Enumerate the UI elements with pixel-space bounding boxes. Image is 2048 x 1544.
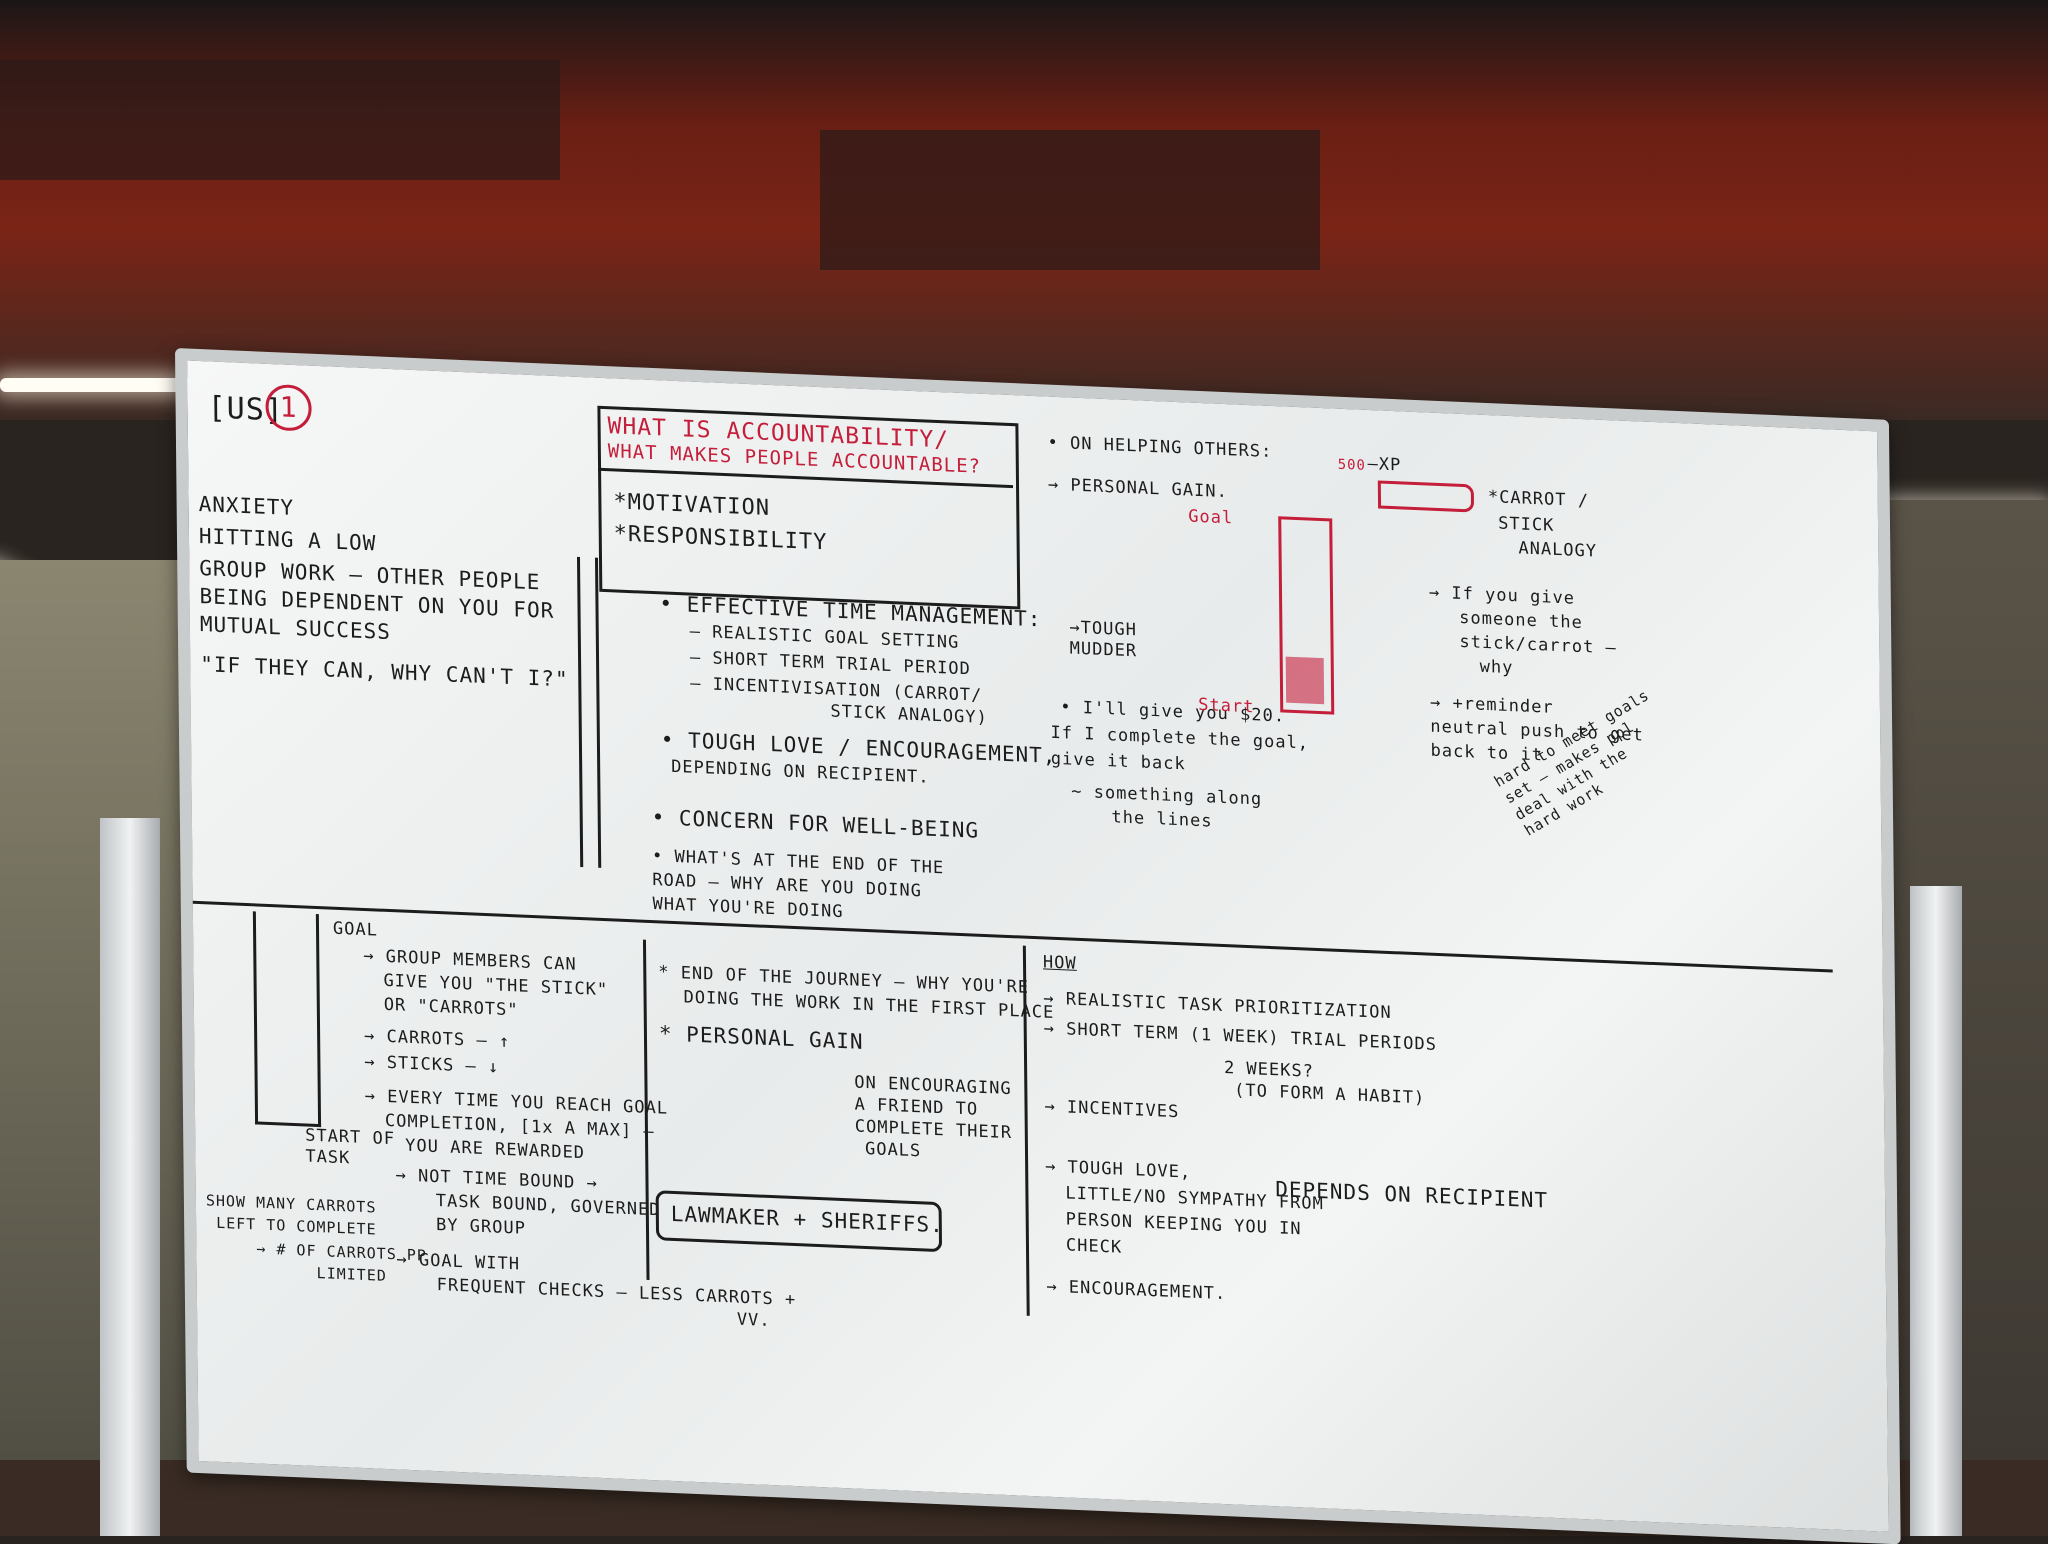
column-divider: [594, 557, 602, 868]
carrot-note-bottom: SHOW MANY CARROTS: [205, 1191, 377, 1217]
how-item: PERSON KEEPING YOU IN: [1065, 1209, 1302, 1240]
list-item: → NOT TIME BOUND →: [395, 1165, 598, 1194]
how-item: → REALISTIC TASK PRIORITIZATION: [1043, 988, 1392, 1024]
ceiling-vent: [820, 130, 1320, 270]
carrot-note-bottom: LEFT TO COMPLETE: [216, 1213, 377, 1239]
list-item: BY GROUP: [435, 1214, 527, 1239]
list-item: WHAT YOU'RE DOING: [652, 894, 844, 923]
carrot-label: STICK: [1498, 513, 1555, 536]
how-item: CHECK: [1065, 1235, 1123, 1258]
right-item: → PERSONAL GAIN.: [1047, 474, 1228, 503]
carrot-note-bottom: LIMITED: [316, 1263, 387, 1285]
carrot-note: stick/carrot —: [1459, 631, 1617, 659]
how-item: 2 WEEKS?: [1223, 1058, 1315, 1082]
how-item: → SHORT TERM (1 WEEK) TRIAL PERIODS: [1043, 1018, 1438, 1055]
list-item: MUTUAL SUCCESS: [199, 612, 392, 645]
ceiling-vent: [0, 60, 560, 180]
carrot-note: someone the: [1459, 607, 1583, 634]
carrot-note: → If you give: [1428, 582, 1576, 609]
progress-fill: [1285, 656, 1325, 705]
xp-bar: [1377, 480, 1475, 513]
list-item: → STICKS — ↓: [364, 1051, 500, 1078]
how-item: → ENCOURAGEMENT.: [1046, 1276, 1227, 1305]
goal-label-bottom: GOAL: [332, 918, 379, 941]
board-stand-left: [100, 818, 160, 1536]
quote-line: give it back: [1050, 748, 1186, 775]
encourage-note: GOALS: [864, 1138, 922, 1162]
quote-line: the lines: [1111, 807, 1213, 832]
carrot-column: [252, 911, 322, 1128]
how-item: → INCENTIVES: [1044, 1096, 1180, 1123]
list-item: HITTING A LOW: [198, 524, 377, 556]
list-item: OR "CARROTS": [383, 994, 519, 1021]
carrot-label: *CARROT /: [1487, 487, 1590, 512]
how-label: HOW: [1042, 952, 1077, 974]
list-item: → CARROTS — ↑: [364, 1025, 511, 1053]
xp-label: —XP: [1367, 454, 1402, 476]
carrot-note: why: [1479, 656, 1514, 679]
list-item: • CONCERN FOR WELL-BEING: [651, 805, 980, 843]
start-task-label: START OF TASK: [305, 1125, 396, 1169]
xp-amount: 500: [1337, 456, 1367, 474]
carrot-label: ANALOGY: [1518, 538, 1598, 562]
how-item: (TO FORM A HABIT): [1234, 1080, 1426, 1109]
right-item: →TOUGH MUDDER: [1069, 617, 1138, 662]
carrot-note: → +reminder: [1429, 692, 1554, 718]
quote-line: ~ something along: [1071, 781, 1263, 810]
list-item: FREQUENT CHECKS — LESS CARROTS +: [436, 1275, 797, 1311]
how-item: → TOUGH LOVE,: [1045, 1156, 1192, 1183]
whiteboard: [US] 1 ANXIETY HITTING A LOW GROUP WORK …: [175, 348, 1901, 1544]
column-divider: [576, 556, 584, 868]
goal-label: Goal: [1188, 506, 1234, 529]
board-stand-right: [1910, 886, 1962, 1536]
list-item: VV.: [736, 1309, 771, 1332]
start-label: Start: [1198, 694, 1255, 718]
carrot-note-bottom: → # OF CARROTS PP: [256, 1239, 428, 1265]
right-heading: • ON HELPING OTHERS:: [1047, 432, 1273, 463]
list-item: "IF THEY CAN, WHY CAN'T I?": [200, 652, 569, 692]
list-item: ANXIETY: [198, 491, 295, 521]
list-item: YOU ARE REWARDED: [405, 1135, 586, 1164]
journey-line: * PERSONAL GAIN: [658, 1021, 864, 1054]
